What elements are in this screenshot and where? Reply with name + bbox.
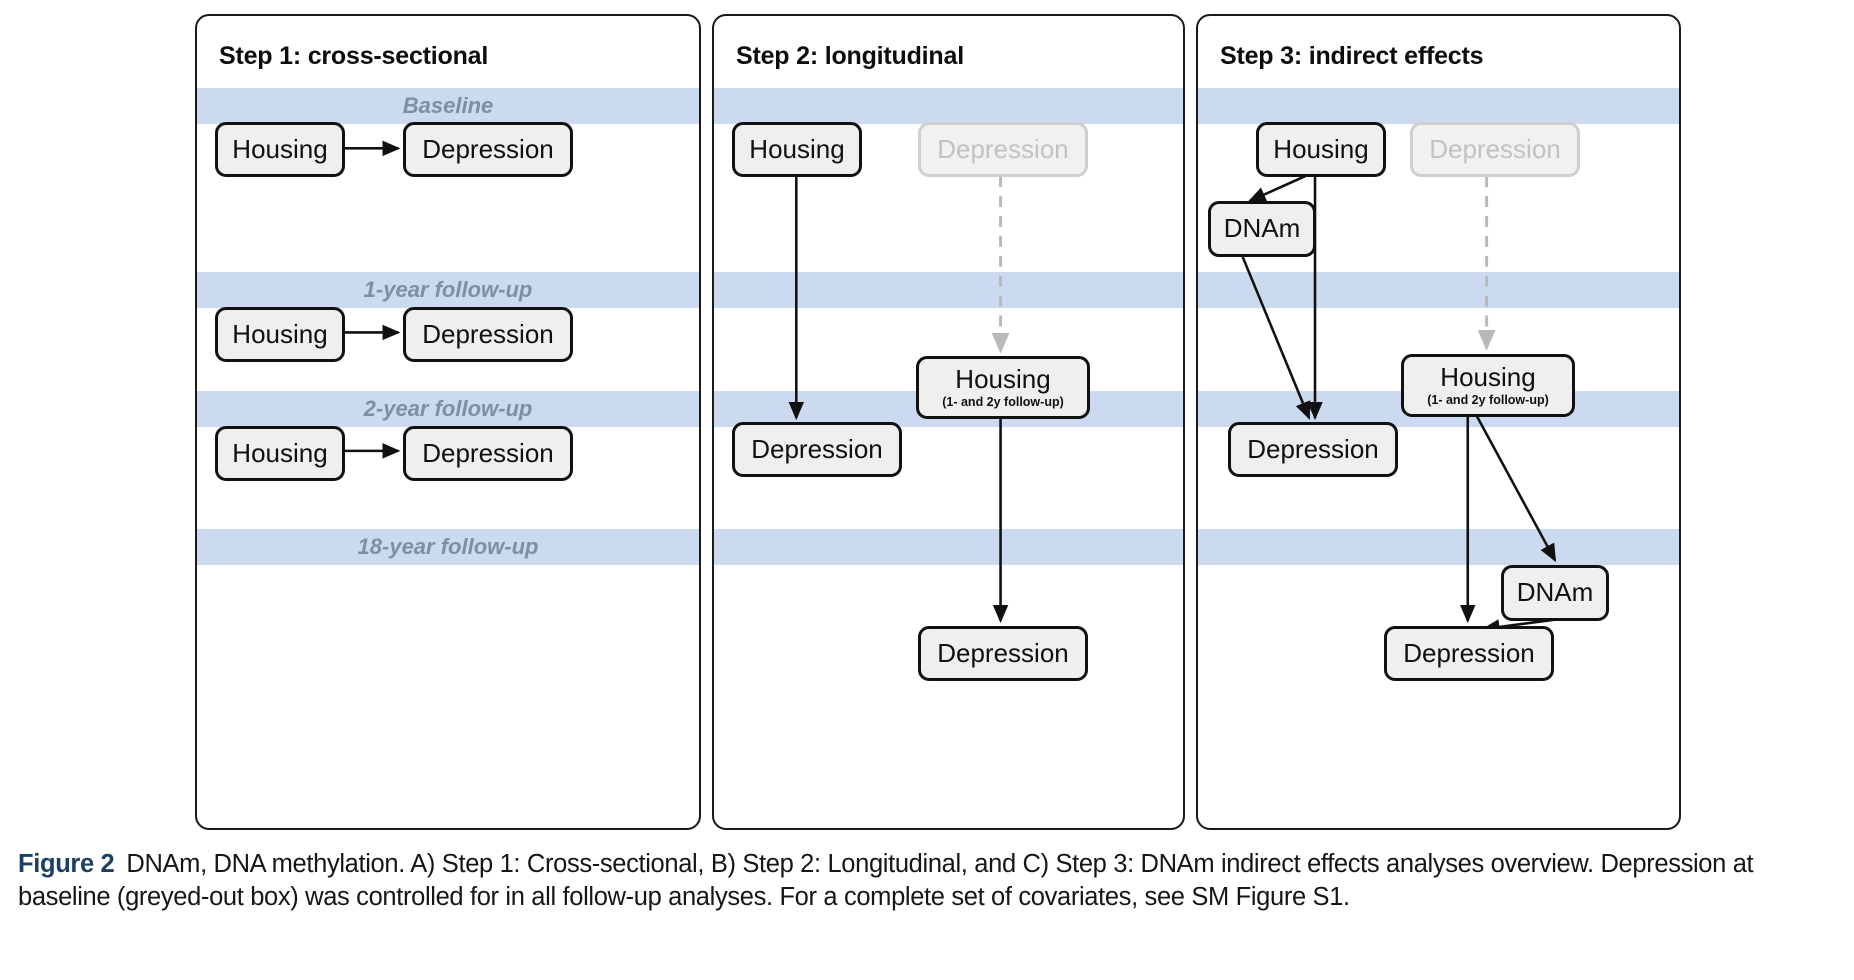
node-depression-18y[interactable]: Depression [1384,626,1554,681]
node-depression-18y[interactable]: Depression [918,626,1088,681]
node-label: Depression [1403,637,1535,668]
panel-step-3: Step 3: indirect effects [1196,14,1681,830]
arrow-housing-to-dnam-baseline [1247,175,1306,203]
band-2-year: 2-year follow-up [197,391,699,427]
panel-1-title: Step 1: cross-sectional [219,42,489,70]
node-depression-2y[interactable]: Depression [732,422,902,477]
node-depression-1y[interactable]: Depression [403,307,573,362]
band-18-year [1198,529,1679,565]
node-label: Housing [749,133,845,164]
node-label: Depression [422,318,554,349]
figure-number: Figure 2 [18,850,115,878]
node-housing-1y[interactable]: Housing [215,307,345,362]
node-label: Housing [232,437,328,468]
band-baseline [714,88,1183,124]
node-label: Depression [422,133,554,164]
node-label: DNAm [1516,577,1594,608]
node-label: Housing [1440,362,1536,393]
node-housing-followup[interactable]: Housing (1- and 2y follow-up) [1401,354,1575,417]
node-dnam-baseline[interactable]: DNAm [1208,201,1316,257]
panel-step-1: Step 1: cross-sectional Baseline 1-year … [195,14,701,830]
band-18-year: 18-year follow-up [197,529,699,565]
band-baseline [1198,88,1679,124]
node-depression-baseline-greyed[interactable]: Depression [918,122,1088,177]
panel-step-2: Step 2: longitudinal Housing [712,14,1185,830]
node-label: Depression [422,437,554,468]
node-label: DNAm [1223,213,1301,244]
figure-caption-text: DNAm, DNA methylation. A) Step 1: Cross-… [18,850,1754,912]
band-1-year [714,272,1183,308]
band-baseline: Baseline [197,88,699,124]
node-label: Depression [1429,133,1561,164]
node-label: Housing [955,364,1051,395]
band-label-baseline: Baseline [402,93,494,118]
node-label: Depression [751,433,883,464]
panel-3-title: Step 3: indirect effects [1220,42,1484,70]
node-label: Depression [937,637,1069,668]
node-depression-baseline[interactable]: Depression [403,122,573,177]
band-1-year: 1-year follow-up [197,272,699,308]
panel-2-title: Step 2: longitudinal [736,42,964,70]
node-label: Housing [232,318,328,349]
node-dnam-18y[interactable]: DNAm [1501,565,1609,621]
node-housing-baseline[interactable]: Housing [732,122,862,177]
node-sublabel: (1- and 2y follow-up) [942,394,1064,409]
band-18-year [714,529,1183,565]
node-housing-baseline[interactable]: Housing [1256,122,1386,177]
node-label: Depression [937,133,1069,164]
node-housing-2y[interactable]: Housing [215,426,345,481]
band-label-18-year: 18-year follow-up [357,534,539,559]
band-label-1-year: 1-year follow-up [363,277,533,302]
band-label-2-year: 2-year follow-up [363,396,533,421]
band-1-year [1198,272,1679,308]
node-label: Depression [1247,433,1379,464]
node-label: Housing [232,133,328,164]
node-depression-baseline-greyed[interactable]: Depression [1410,122,1580,177]
node-depression-2y[interactable]: Depression [1228,422,1398,477]
node-housing-followup[interactable]: Housing (1- and 2y follow-up) [916,356,1090,419]
node-sublabel: (1- and 2y follow-up) [1427,392,1549,407]
node-label: Housing [1273,133,1369,164]
node-housing-baseline[interactable]: Housing [215,122,345,177]
node-depression-2y[interactable]: Depression [403,426,573,481]
